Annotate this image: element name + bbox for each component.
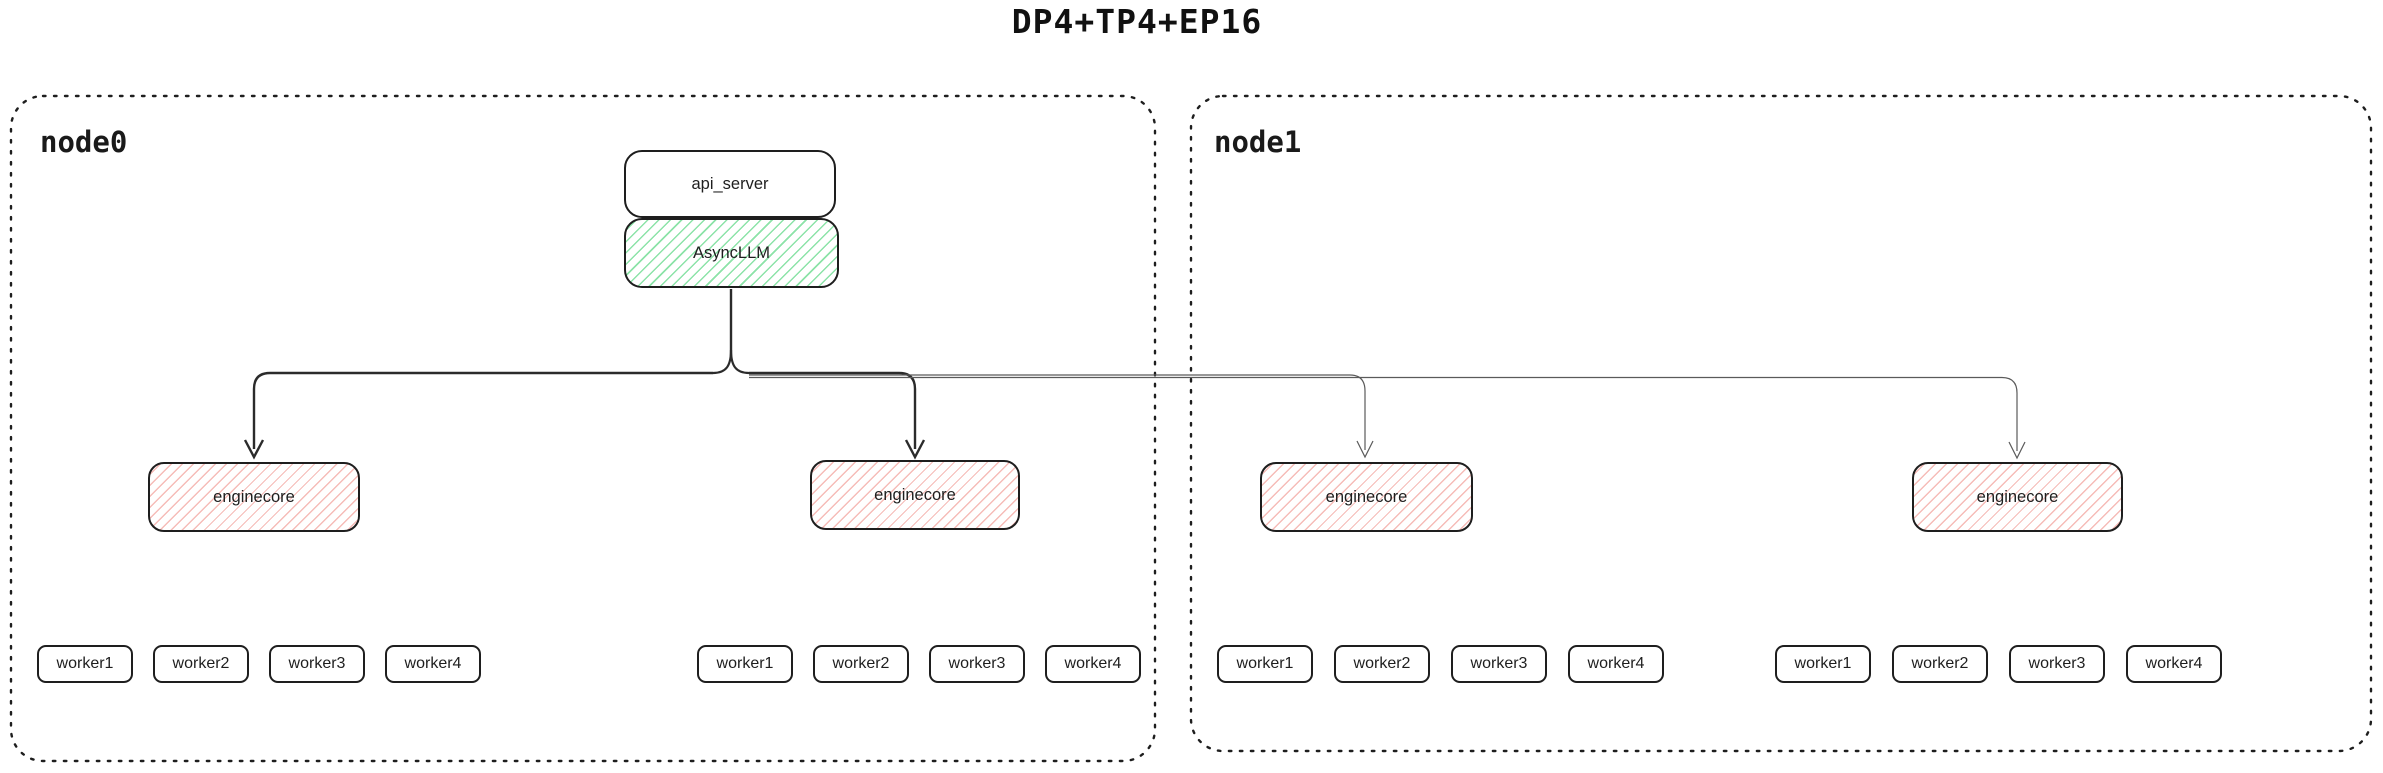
- worker-box: worker1: [1217, 645, 1313, 683]
- worker-label: worker1: [1794, 655, 1852, 672]
- worker-box: worker3: [2009, 645, 2105, 683]
- enginecore-box-2: enginecore: [810, 460, 1020, 530]
- node0-label: node0: [40, 125, 128, 159]
- worker-box: worker4: [1045, 645, 1141, 683]
- enginecore-label: enginecore: [1325, 487, 1408, 506]
- worker-label: worker3: [288, 655, 346, 672]
- enginecore-label: enginecore: [874, 485, 956, 504]
- worker-box: worker1: [1775, 645, 1871, 683]
- worker-box: worker3: [269, 645, 365, 683]
- asyncllm-label: AsyncLLM: [692, 243, 771, 262]
- worker-label: worker3: [948, 655, 1006, 672]
- node1-label: node1: [1214, 125, 1302, 159]
- worker-box: worker2: [813, 645, 909, 683]
- asyncllm-box: AsyncLLM: [624, 218, 839, 288]
- api-server-box: api_server: [624, 150, 836, 218]
- worker-label: worker4: [404, 655, 462, 672]
- worker-box: worker2: [1892, 645, 1988, 683]
- worker-box: worker4: [385, 645, 481, 683]
- worker-box: worker2: [153, 645, 249, 683]
- worker-label: worker4: [2145, 655, 2203, 672]
- worker-label: worker3: [1470, 655, 1528, 672]
- worker-label: worker4: [1064, 655, 1122, 672]
- arrowhead-enginecore1-icon: [243, 439, 265, 460]
- connector-junction-flare: [712, 349, 750, 375]
- worker-label: worker2: [172, 655, 230, 672]
- worker-label: worker2: [1353, 655, 1411, 672]
- enginecore-box-4: enginecore: [1912, 462, 2123, 532]
- diagram-title: DP4+TP4+EP16: [1011, 2, 1263, 41]
- worker-label: worker4: [1587, 655, 1645, 672]
- worker-box: worker1: [697, 645, 793, 683]
- arrowhead-enginecore3-icon: [1356, 440, 1374, 459]
- arrow-to-enginecore1: [252, 371, 713, 449]
- enginecore-box-3: enginecore: [1260, 462, 1473, 532]
- worker-label: worker1: [1236, 655, 1294, 672]
- worker-box: worker4: [2126, 645, 2222, 683]
- worker-label: worker2: [1911, 655, 1969, 672]
- worker-box: worker3: [929, 645, 1025, 683]
- enginecore-box-1: enginecore: [148, 462, 360, 532]
- arrow-to-enginecore3: [749, 374, 1366, 450]
- arrow-to-enginecore2: [749, 371, 917, 449]
- arrowhead-enginecore2-icon: [904, 439, 926, 460]
- worker-label: worker1: [56, 655, 114, 672]
- arrowhead-enginecore4-icon: [2008, 441, 2026, 460]
- worker-box: worker4: [1568, 645, 1664, 683]
- worker-label: worker3: [2028, 655, 2086, 672]
- arrow-to-enginecore4: [749, 376, 2018, 451]
- api-server-label: api_server: [691, 174, 769, 193]
- worker-label: worker2: [832, 655, 890, 672]
- worker-box: worker3: [1451, 645, 1547, 683]
- worker-box: worker2: [1334, 645, 1430, 683]
- enginecore-label: enginecore: [213, 487, 295, 506]
- worker-box: worker1: [37, 645, 133, 683]
- worker-label: worker1: [716, 655, 774, 672]
- enginecore-label: enginecore: [1976, 487, 2059, 506]
